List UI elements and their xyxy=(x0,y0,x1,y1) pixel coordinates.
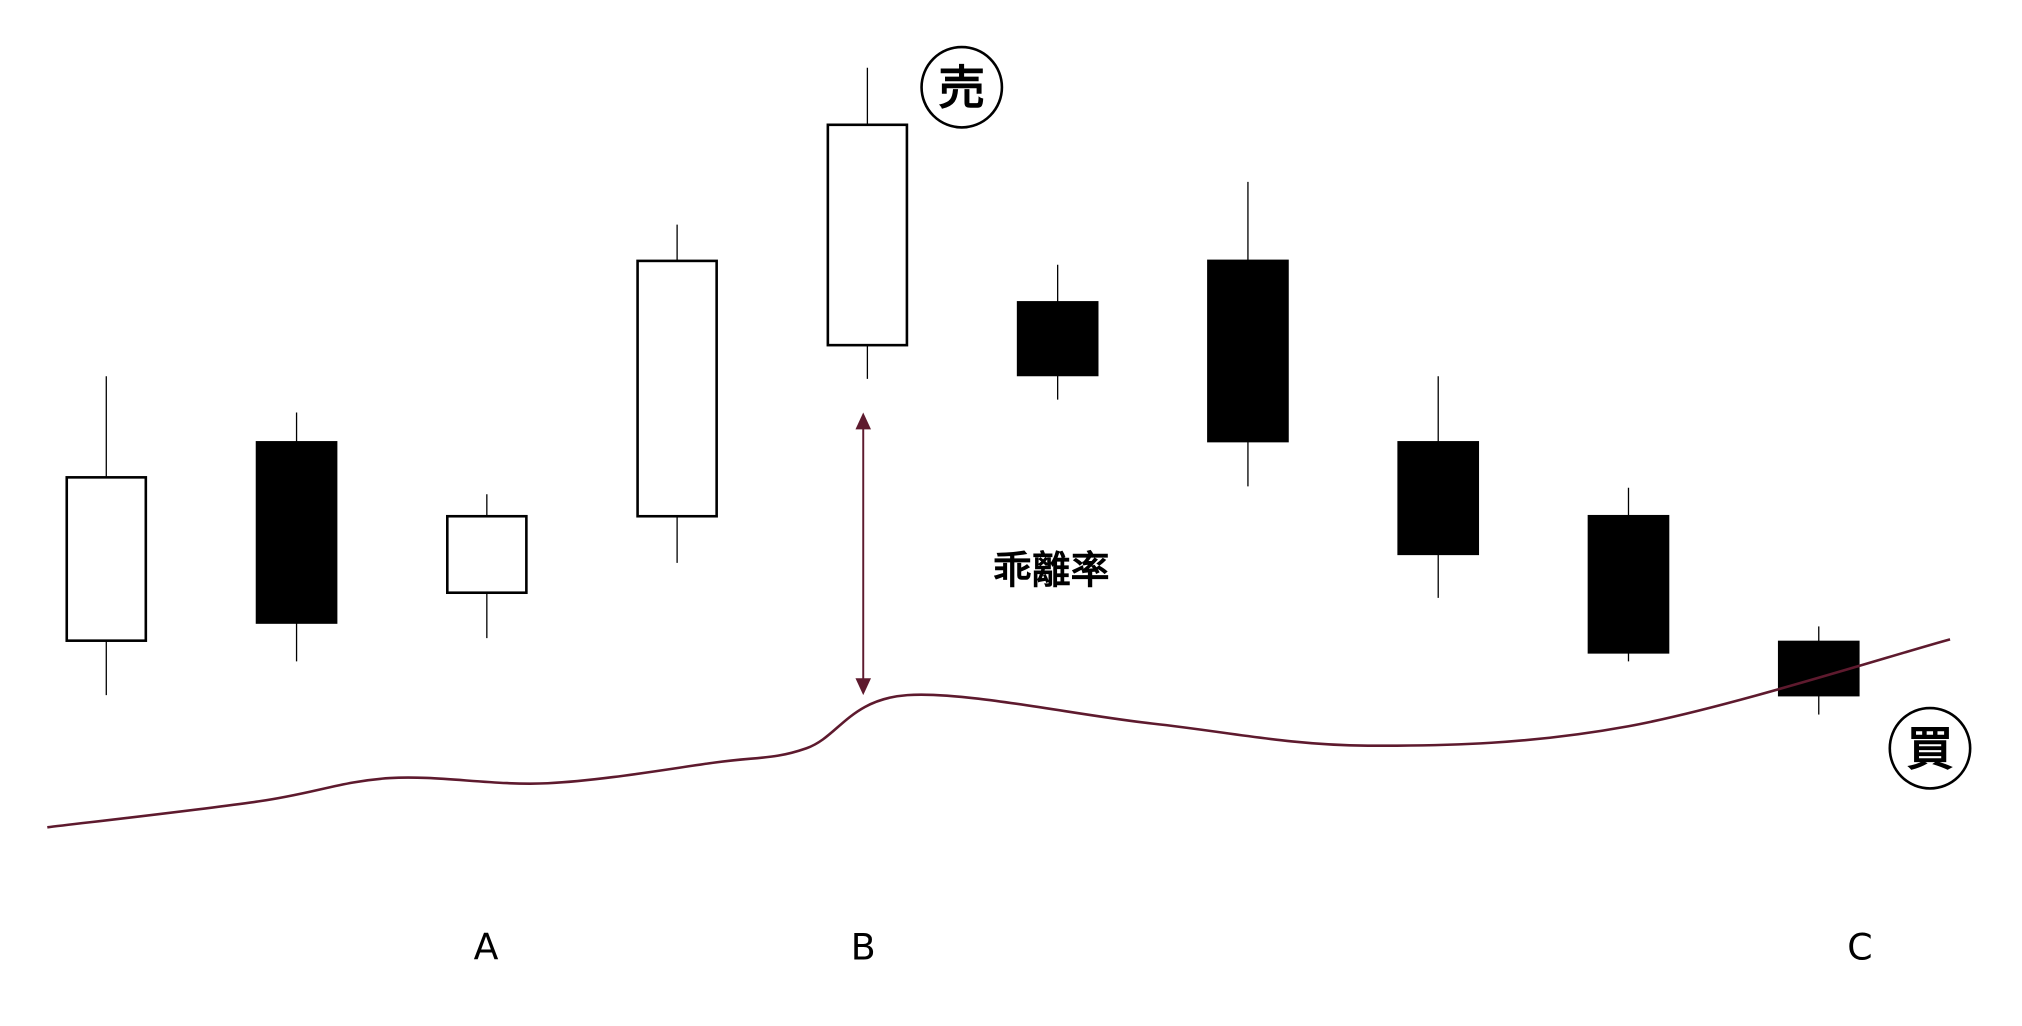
candle-body xyxy=(65,476,148,642)
candle-2 xyxy=(255,412,338,662)
candle-3 xyxy=(446,494,528,639)
candle-body xyxy=(1777,640,1860,697)
sell-mark-text: 売 xyxy=(938,62,985,116)
deviation-label: 乖離率 xyxy=(993,549,1110,594)
candle-8 xyxy=(1397,376,1480,598)
candle-body xyxy=(255,441,338,624)
point-label-b: B xyxy=(851,926,876,969)
candle-body xyxy=(1207,259,1289,443)
candle-6 xyxy=(1016,264,1099,400)
deviation-arrow xyxy=(855,412,872,696)
candles xyxy=(65,67,1860,715)
candle-body xyxy=(1397,441,1480,556)
arrow-head-down xyxy=(855,678,872,696)
buy-mark-text: 買 xyxy=(1907,723,1954,777)
point-label-a: A xyxy=(474,926,499,969)
moving-average-line xyxy=(47,638,1951,829)
candle-10 xyxy=(1777,626,1860,715)
candle-1 xyxy=(65,376,148,696)
candle-body xyxy=(1016,301,1099,377)
candle-body xyxy=(826,123,909,347)
candle-body xyxy=(446,514,528,595)
point-label-c: C xyxy=(1847,926,1872,969)
candle-7 xyxy=(1207,181,1289,487)
sell-mark: 売 xyxy=(920,45,1004,129)
buy-mark: 買 xyxy=(1888,706,1972,790)
candle-5 xyxy=(826,67,909,379)
arrow-head-up xyxy=(855,412,872,430)
candle-body xyxy=(1587,514,1670,654)
candle-9 xyxy=(1587,487,1670,662)
candle-body xyxy=(636,259,718,518)
candle-4 xyxy=(636,224,718,563)
